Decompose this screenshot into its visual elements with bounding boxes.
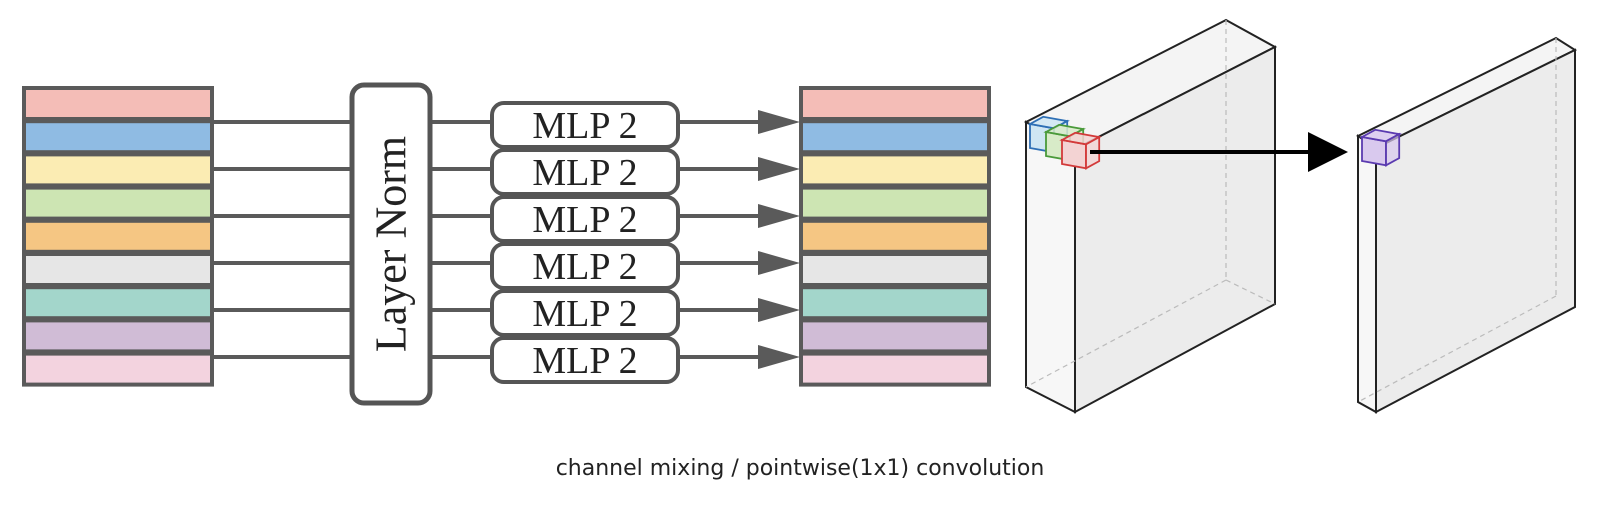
arrow-head (758, 345, 800, 369)
output-channel-bar (799, 86, 991, 121)
output-channel-bar (799, 285, 991, 321)
output-pixel-cube-shape (1359, 128, 1402, 167)
input-channel-bar (22, 185, 214, 221)
mlp-block: MLP 2 (490, 101, 680, 149)
output-channel-bar (799, 218, 991, 254)
arrow-head (758, 298, 800, 322)
input-channel-bar (22, 218, 214, 254)
mlp-label: MLP 2 (532, 199, 637, 241)
layer-norm-block: Layer Norm (349, 82, 433, 406)
input-channel-bar (22, 152, 214, 188)
output-channel-bar (799, 185, 991, 221)
output-channel-bar (799, 152, 991, 188)
output-tensor-3d (1356, 36, 1578, 414)
input-channel-bar (22, 119, 214, 155)
mlp-block: MLP 2 (490, 336, 680, 384)
mlp-block: MLP 2 (490, 242, 680, 290)
arrow-head (758, 157, 800, 181)
layer-norm-label: Layer Norm (367, 136, 416, 352)
input-channel-bar (22, 285, 214, 321)
input-channel-bar (22, 351, 214, 387)
mlp-block: MLP 2 (490, 289, 680, 337)
input-channel-bar (22, 252, 214, 287)
arrow-head (758, 204, 800, 228)
mlp-label: MLP 2 (532, 293, 637, 335)
mlp-label: MLP 2 (532, 152, 637, 194)
mlp-blocks: MLP 2 MLP 2 MLP 2 MLP 2 MLP 2 MLP 2 (490, 101, 680, 384)
mlp-label: MLP 2 (532, 340, 637, 382)
input-channel-bar (22, 86, 214, 121)
mlp-output-arrows (758, 110, 800, 369)
output-channel-bar (799, 351, 991, 387)
mlp-label: MLP 2 (532, 105, 637, 147)
input-channel-stack (22, 86, 214, 387)
output-channel-bar (799, 318, 991, 354)
figure-caption: channel mixing / pointwise(1x1) convolut… (555, 456, 1045, 481)
output-pixel-cube (1359, 128, 1402, 167)
output-channel-bar (799, 119, 991, 155)
input-channel-bar (22, 318, 214, 354)
output-channel-bar (799, 252, 991, 287)
mlp-block: MLP 2 (490, 195, 680, 243)
connection-lines (212, 120, 760, 359)
output-channel-stack (799, 86, 991, 387)
mlp-label: MLP 2 (532, 246, 637, 288)
arrow-head (758, 251, 800, 275)
arrow-head (758, 110, 800, 134)
input-tensor-3d (1023, 18, 1278, 414)
mlp-block: MLP 2 (490, 148, 680, 196)
